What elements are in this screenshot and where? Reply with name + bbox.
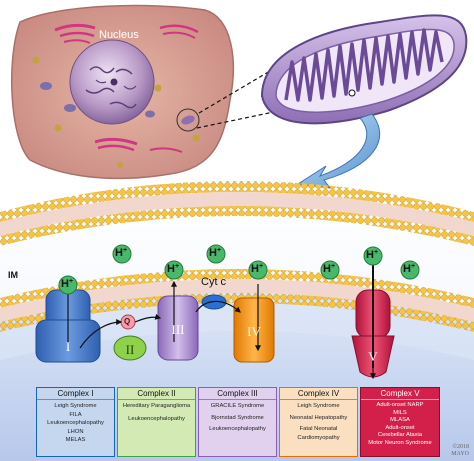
complex-i-protein [35, 280, 101, 363]
coenzyme-q-label: Q [124, 317, 131, 326]
disease-item: GRACILE Syndrome [210, 403, 265, 409]
complex-iii-disease-list: GRACILE Syndrome Bjornstad Syndrome Leuk… [199, 400, 276, 434]
proton-label: H+ [167, 263, 180, 275]
electron-path-iii-iv [195, 300, 241, 313]
proton-label: H+ [251, 263, 264, 275]
disease-item: Fatal Neonatal Cardiomyopathy [297, 426, 340, 441]
mitochondrion-enlarged [260, 14, 468, 125]
selected-mitochondrion [176, 108, 200, 132]
complex-iv-disease-list: Leigh Syndrome Neonatal Hepatopathy Fata… [280, 400, 357, 442]
zoom-arrow [296, 113, 381, 189]
disease-item: Leigh Syndrome [54, 403, 97, 409]
electron-path-q-iii [134, 313, 162, 323]
disease-item: Neonatal Hepatopathy [289, 414, 348, 421]
electron-path-i-q [79, 319, 123, 349]
proton-label: H+ [209, 247, 222, 259]
disease-item: Motor Neuron Syndrome [368, 439, 432, 446]
complex-i-disease-list: Leigh Syndrome FILA Leukoencephalopathy … [37, 400, 114, 445]
disease-item: Adult-onset NARP [376, 402, 424, 408]
disease-item: Leigh Syndrome [297, 403, 340, 409]
complex-iii-disease-box: Complex III GRACILE Syndrome Bjornstad S… [198, 387, 277, 457]
proton-circles [58, 244, 420, 295]
complex-i-numeral: I [65, 339, 71, 354]
im-label: IM [8, 270, 18, 280]
disease-item: Bjornstad Syndrome [211, 414, 264, 421]
complex-v-disease-box: Complex V Adult-onset NARP MILS MLASA Ad… [360, 387, 440, 457]
complex-v-protein [351, 262, 395, 380]
disease-item: LHON [67, 428, 84, 435]
complex-i-title: Complex I [37, 388, 114, 400]
disease-item: Leukoencephalopathy [128, 415, 185, 422]
complex-iii-title: Complex III [199, 388, 276, 400]
complex-iii-numeral: III [171, 322, 185, 337]
complex-ii-protein [113, 335, 147, 361]
disease-item: Leukoencephalopathy [47, 420, 104, 427]
nucleus-label: Nucleus [99, 29, 139, 41]
complex-ii-numeral: II [125, 342, 135, 357]
nucleus [69, 39, 155, 125]
complex-v-numeral: V [368, 349, 378, 364]
proton-label: H+ [115, 247, 128, 259]
complex-v-disease-list: Adult-onset NARP MILS MLASA Adult-onset … [361, 400, 439, 448]
complex-ii-disease-box: Complex II Hereditary Paraganglioma Leuk… [117, 387, 196, 457]
proton-label: H+ [323, 263, 336, 275]
proton-label: H+ [61, 278, 74, 290]
complex-iv-protein [233, 284, 275, 363]
complex-v-title: Complex V [361, 388, 439, 400]
disease-item: MELAS [65, 437, 86, 444]
complex-iv-title: Complex IV [280, 388, 357, 400]
proton-label: H+ [403, 263, 416, 275]
zoom-line-top [198, 67, 276, 114]
complex-ii-disease-list: Hereditary Paraganglioma Leukoencephalop… [118, 400, 195, 423]
disease-item: MILS [393, 409, 407, 416]
cyt-c-label: Cyt c [201, 276, 227, 288]
complex-ii-title: Complex II [118, 388, 195, 400]
disease-item: Adult-onset Cerebellar Ataxia [377, 424, 423, 439]
complex-iii-protein [157, 280, 199, 361]
complex-i-disease-box: Complex I Leigh Syndrome FILA Leukoencep… [36, 387, 115, 457]
proton-label: H+ [366, 249, 379, 261]
complex-iv-numeral: IV [247, 324, 261, 339]
complex-iv-disease-box: Complex IV Leigh Syndrome Neonatal Hepat… [279, 387, 358, 457]
copyright-notice: ©2018 MAYO [451, 444, 469, 457]
disease-item: Leukoencephalopathy [209, 426, 266, 433]
disease-item: Hereditary Paraganglioma [122, 403, 191, 409]
disease-item: FILA [69, 411, 82, 418]
disease-item: MLASA [390, 417, 410, 424]
